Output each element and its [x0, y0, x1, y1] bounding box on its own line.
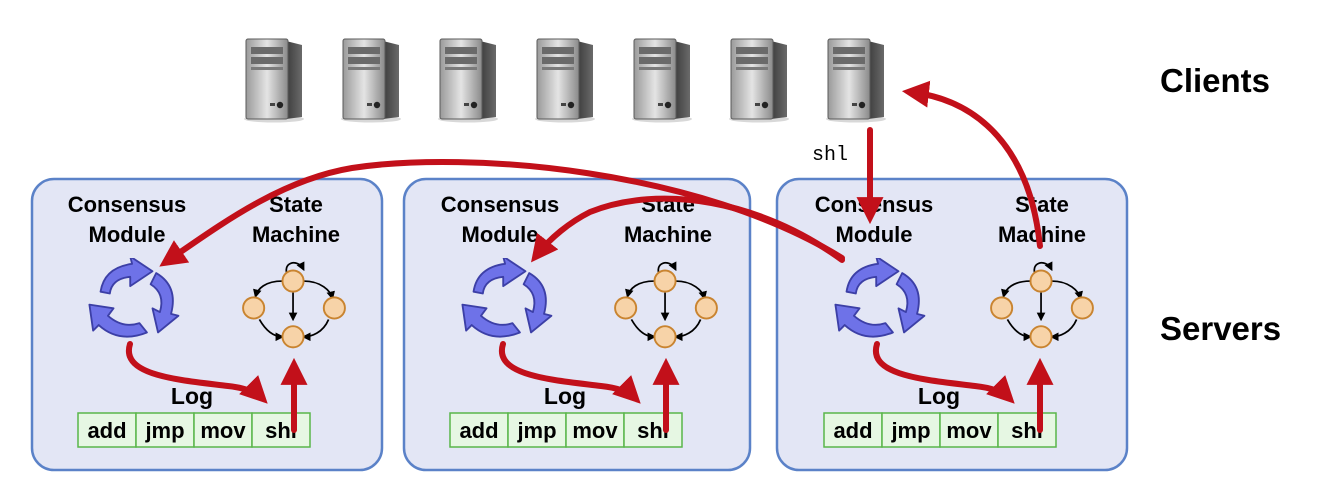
consensus-to-log-arrow: [872, 341, 1015, 404]
server-1: Consensus Module State Machine Log add j…: [30, 177, 384, 472]
client-tower-icon: [340, 38, 401, 123]
clients-label: Clients: [1160, 62, 1270, 99]
log-title: Log: [544, 383, 586, 409]
log-entry: jmp: [890, 418, 930, 443]
consensus-title-line2: Module: [89, 222, 166, 247]
consensus-title-line1: Consensus: [441, 192, 560, 217]
state-title-line2: Machine: [624, 222, 712, 247]
client-tower-icon: [534, 38, 595, 123]
consensus-title-line1: Consensus: [68, 192, 187, 217]
state-to-client-arrow: [901, 80, 1043, 249]
state-title-line2: Machine: [252, 222, 340, 247]
client-tower-icon: [631, 38, 692, 123]
consensus-to-log-arrow: [125, 341, 268, 404]
log-cell: [623, 412, 683, 448]
client-tower-icon: [825, 38, 886, 123]
command-label: shl: [812, 144, 848, 167]
log-entry: add: [87, 418, 126, 443]
state-title-line1: State: [1015, 192, 1069, 217]
client-tower-icon: [437, 38, 498, 123]
log-cell: [997, 412, 1057, 448]
log-title: Log: [171, 383, 213, 409]
log-cell: [823, 412, 883, 448]
log-entry: mov: [200, 418, 246, 443]
replicate-to-server2-arrow: [531, 195, 845, 263]
consensus-title-line2: Module: [836, 222, 913, 247]
log-entry: jmp: [144, 418, 184, 443]
flow-arrows: [125, 80, 1054, 433]
log-cell: [565, 412, 625, 448]
clients-row: [243, 38, 886, 123]
log-entry: add: [459, 418, 498, 443]
log-title: Log: [918, 383, 960, 409]
log-cell: [449, 412, 509, 448]
log-entry: mov: [946, 418, 992, 443]
client-tower-icon: [728, 38, 789, 123]
log-cell: [251, 412, 311, 448]
consensus-title-line1: Consensus: [815, 192, 934, 217]
client-tower-icon: [243, 38, 304, 123]
log-cell: [77, 412, 137, 448]
consensus-title-line2: Module: [462, 222, 539, 247]
servers-label: Servers: [1160, 310, 1281, 347]
log-entry: jmp: [516, 418, 556, 443]
log-entry: mov: [572, 418, 618, 443]
state-title-line1: State: [269, 192, 323, 217]
log-entry: add: [833, 418, 872, 443]
server-3: Consensus Module State Machine Log add j…: [775, 177, 1129, 472]
consensus-to-log-arrow: [498, 341, 641, 404]
